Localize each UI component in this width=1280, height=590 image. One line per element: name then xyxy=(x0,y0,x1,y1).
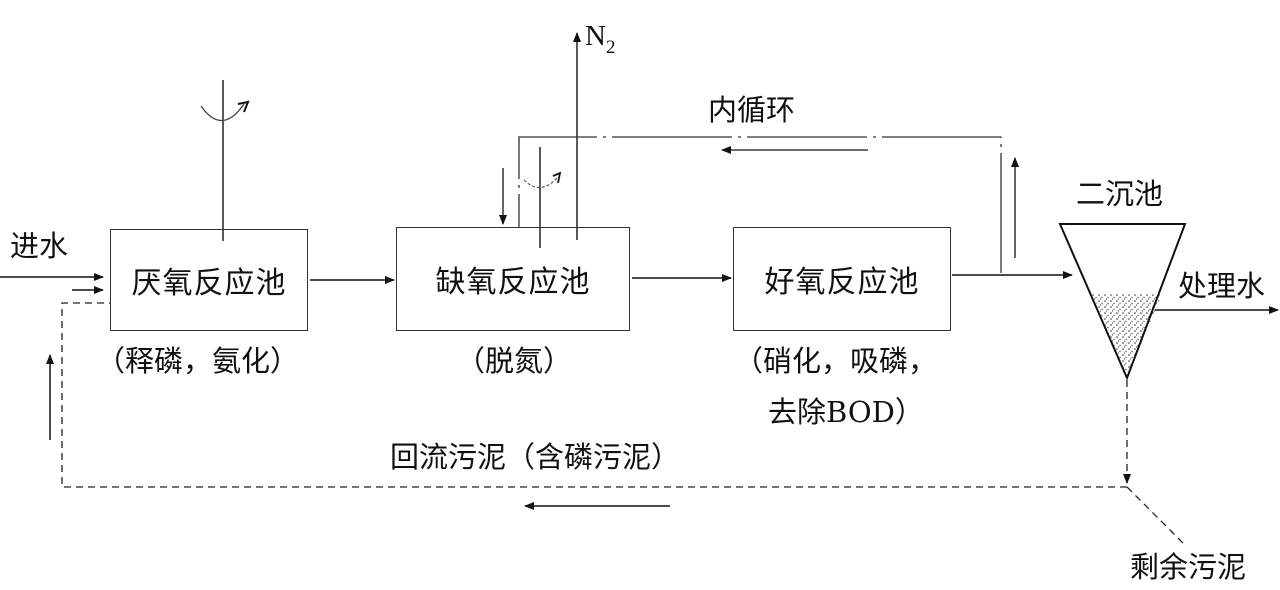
excess-sludge-line xyxy=(1126,486,1186,546)
aerobic-tank-caption-line2: 去除BOD） xyxy=(768,395,924,429)
influent-label: 进水 xyxy=(10,229,69,263)
anoxic-tank-label: 缺氧反应池 xyxy=(435,265,591,300)
anoxic-tank: 缺氧反应池 xyxy=(396,227,630,331)
anaerobic-tank: 厌氧反应池 xyxy=(110,229,308,331)
aerobic-tank-label: 好氧反应池 xyxy=(764,265,920,300)
aerobic-tank: 好氧反应池 xyxy=(733,227,951,331)
nitrogen-gas-label: N2 xyxy=(585,20,616,58)
anaerobic-tank-caption: （释磷，氨化） xyxy=(96,344,300,378)
effluent-label: 处理水 xyxy=(1178,269,1266,303)
anoxic-tank-caption: （脱氮） xyxy=(456,344,573,378)
clarifier-label: 二沉池 xyxy=(1076,177,1164,211)
return-sludge-line xyxy=(61,302,1127,488)
secondary-clarifier-cone xyxy=(1058,223,1187,381)
aerobic-tank-caption-line1: （硝化，吸磷， xyxy=(734,344,938,378)
anaerobic-tank-label: 厌氧反应池 xyxy=(131,266,287,301)
nitrogen-subscript: 2 xyxy=(605,37,616,58)
internal-recycle-line xyxy=(518,136,1002,273)
nitrogen-symbol: N xyxy=(585,20,606,52)
internal-recycle-label: 内循环 xyxy=(708,93,796,127)
excess-sludge-label: 剩余污泥 xyxy=(1130,550,1247,584)
anaerobic-mixer-rotation-icon xyxy=(200,103,245,122)
return-sludge-label: 回流污泥（含磷污泥） xyxy=(390,440,681,474)
clarifier-sludge xyxy=(1092,294,1162,378)
